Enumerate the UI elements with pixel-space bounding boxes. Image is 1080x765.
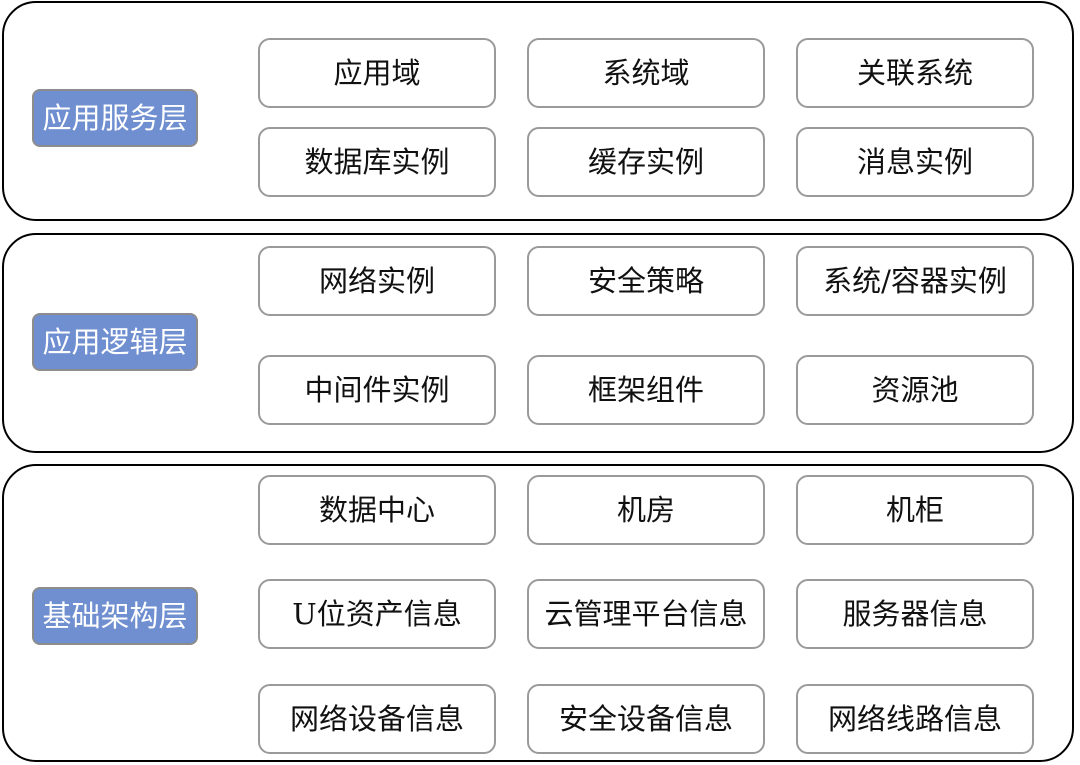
layer-item: 缓存实例 bbox=[527, 127, 765, 197]
layer-item: 机柜 bbox=[796, 475, 1034, 545]
layer-item: 网络实例 bbox=[258, 246, 496, 316]
layer-item: 中间件实例 bbox=[258, 355, 496, 425]
layer-application-service: 应用服务层 应用域 系统域 关联系统 数据库实例 缓存实例 消息实例 bbox=[2, 1, 1074, 221]
layer-item: 关联系统 bbox=[796, 38, 1034, 108]
layer-label: 应用逻辑层 bbox=[32, 313, 198, 371]
layer-item: U位资产信息 bbox=[258, 579, 496, 649]
layer-item: 系统域 bbox=[527, 38, 765, 108]
layer-item: 应用域 bbox=[258, 38, 496, 108]
layer-application-logic: 应用逻辑层 网络实例 安全策略 系统/容器实例 中间件实例 框架组件 资源池 bbox=[2, 233, 1074, 453]
layer-item: 机房 bbox=[527, 475, 765, 545]
layer-item: 资源池 bbox=[796, 355, 1034, 425]
layer-item: 网络线路信息 bbox=[796, 684, 1034, 754]
layer-item: 安全策略 bbox=[527, 246, 765, 316]
layer-item: 安全设备信息 bbox=[527, 684, 765, 754]
layer-item: 网络设备信息 bbox=[258, 684, 496, 754]
layer-item: 系统/容器实例 bbox=[796, 246, 1034, 316]
layer-label: 基础架构层 bbox=[32, 587, 198, 645]
layer-item: 数据中心 bbox=[258, 475, 496, 545]
layer-label: 应用服务层 bbox=[32, 89, 198, 147]
layer-item: 框架组件 bbox=[527, 355, 765, 425]
layer-item: 消息实例 bbox=[796, 127, 1034, 197]
layer-item: 服务器信息 bbox=[796, 579, 1034, 649]
layer-item: 数据库实例 bbox=[258, 127, 496, 197]
layer-item: 云管理平台信息 bbox=[527, 579, 765, 649]
layer-infrastructure: 基础架构层 数据中心 机房 机柜 U位资产信息 云管理平台信息 服务器信息 网络… bbox=[2, 464, 1074, 762]
